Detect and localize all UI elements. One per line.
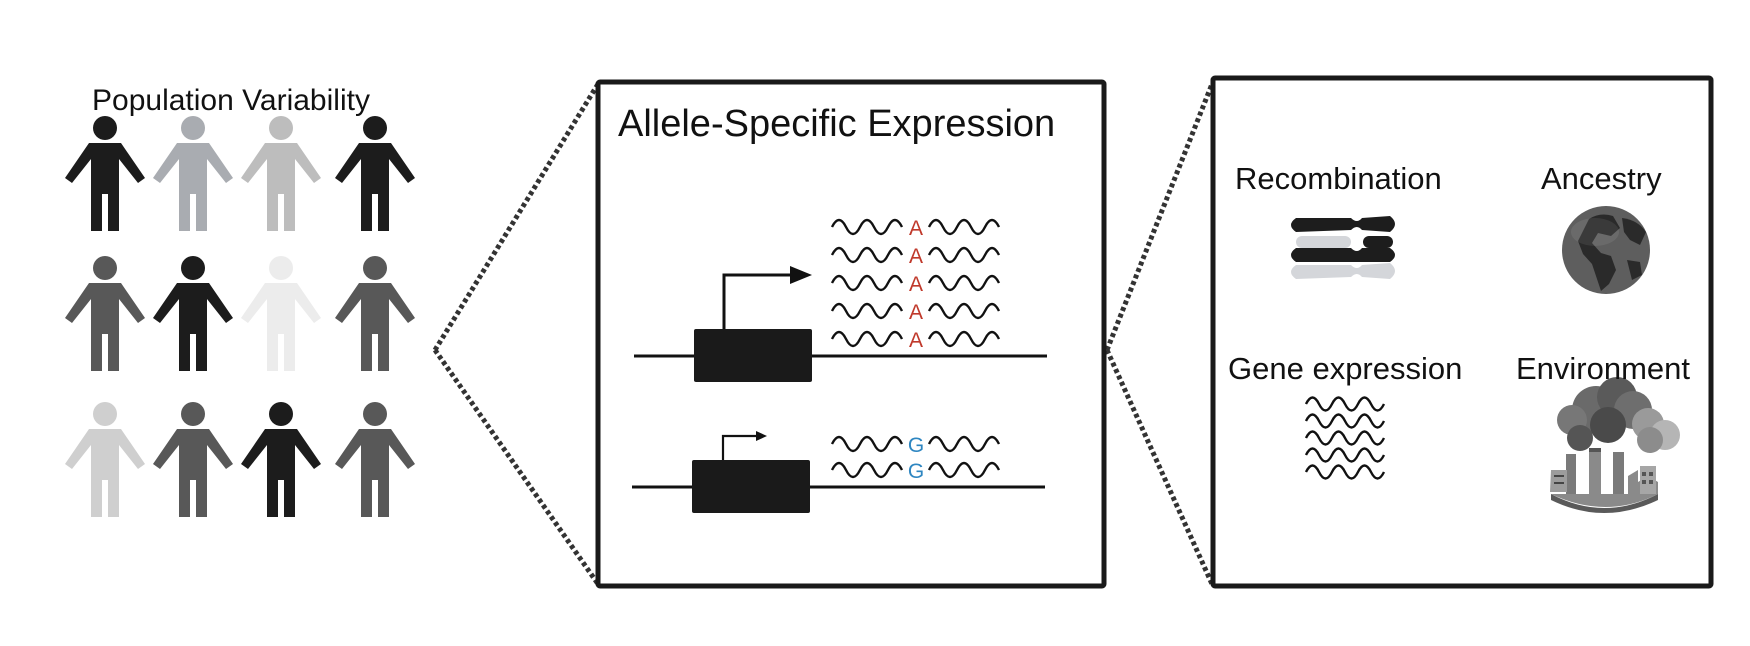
person-icon: [65, 402, 145, 517]
person-icon: [65, 116, 145, 231]
person-icon: [241, 402, 321, 517]
factory-smoke-icon: [1550, 377, 1680, 513]
lower-nucleotide: G: [908, 460, 924, 483]
person-icon: [335, 256, 415, 371]
lower-reads: GG: [830, 434, 1001, 483]
lower-arrowhead: [756, 431, 767, 441]
upper-arrowhead: [790, 266, 812, 284]
person-icon: [241, 256, 321, 371]
upper-nucleotide: A: [909, 273, 923, 296]
zoom-connector-right: [1104, 83, 1215, 586]
upper-read: A: [830, 273, 1001, 296]
allele-specific-expression-title: Allele-Specific Expression: [618, 103, 1056, 145]
expression-wave: [1304, 396, 1386, 412]
person-icon: [335, 116, 415, 231]
expression-wave: [1304, 430, 1386, 446]
upper-read: A: [830, 245, 1001, 268]
lower-allele-gene: [632, 431, 1045, 513]
upper-nucleotide: A: [909, 329, 923, 352]
upper-gene-box: [694, 329, 812, 382]
lower-nucleotide: G: [908, 434, 924, 457]
upper-nucleotide: A: [909, 217, 923, 240]
globe-icon: [1562, 206, 1650, 294]
lower-gene-box: [692, 460, 810, 513]
person-icon: [153, 256, 233, 371]
gene-expression-label: Gene expression: [1228, 351, 1463, 386]
upper-allele-gene: [634, 266, 1047, 382]
lower-promoter-arrow: [721, 434, 756, 460]
person-icon: [335, 402, 415, 517]
upper-read: A: [830, 329, 1001, 352]
upper-nucleotide: A: [909, 301, 923, 324]
recombination-label: Recombination: [1235, 161, 1442, 196]
population-people-grid: [65, 116, 415, 517]
lower-read: G: [830, 460, 1001, 483]
expression-wave: [1304, 447, 1386, 463]
lower-read: G: [830, 434, 1001, 457]
factors-panel-frame: [1210, 75, 1714, 589]
person-icon: [153, 116, 233, 231]
population-variability-title: Population Variability: [92, 84, 370, 117]
person-icon: [65, 256, 145, 371]
environment-label: Environment: [1516, 351, 1691, 386]
expression-wave: [1304, 413, 1386, 429]
ase-panel-frame: [595, 79, 1107, 589]
expression-wave: [1304, 464, 1386, 480]
chromosome-icon: [1291, 216, 1395, 279]
ancestry-label: Ancestry: [1541, 161, 1662, 196]
person-icon: [241, 116, 321, 231]
zoom-connector-left: [432, 82, 601, 586]
gene-expression-icon: [1304, 396, 1386, 480]
upper-promoter-arrow: [722, 273, 790, 329]
upper-nucleotide: A: [909, 245, 923, 268]
upper-read: A: [830, 301, 1001, 324]
upper-read: A: [830, 217, 1001, 240]
person-icon: [153, 402, 233, 517]
